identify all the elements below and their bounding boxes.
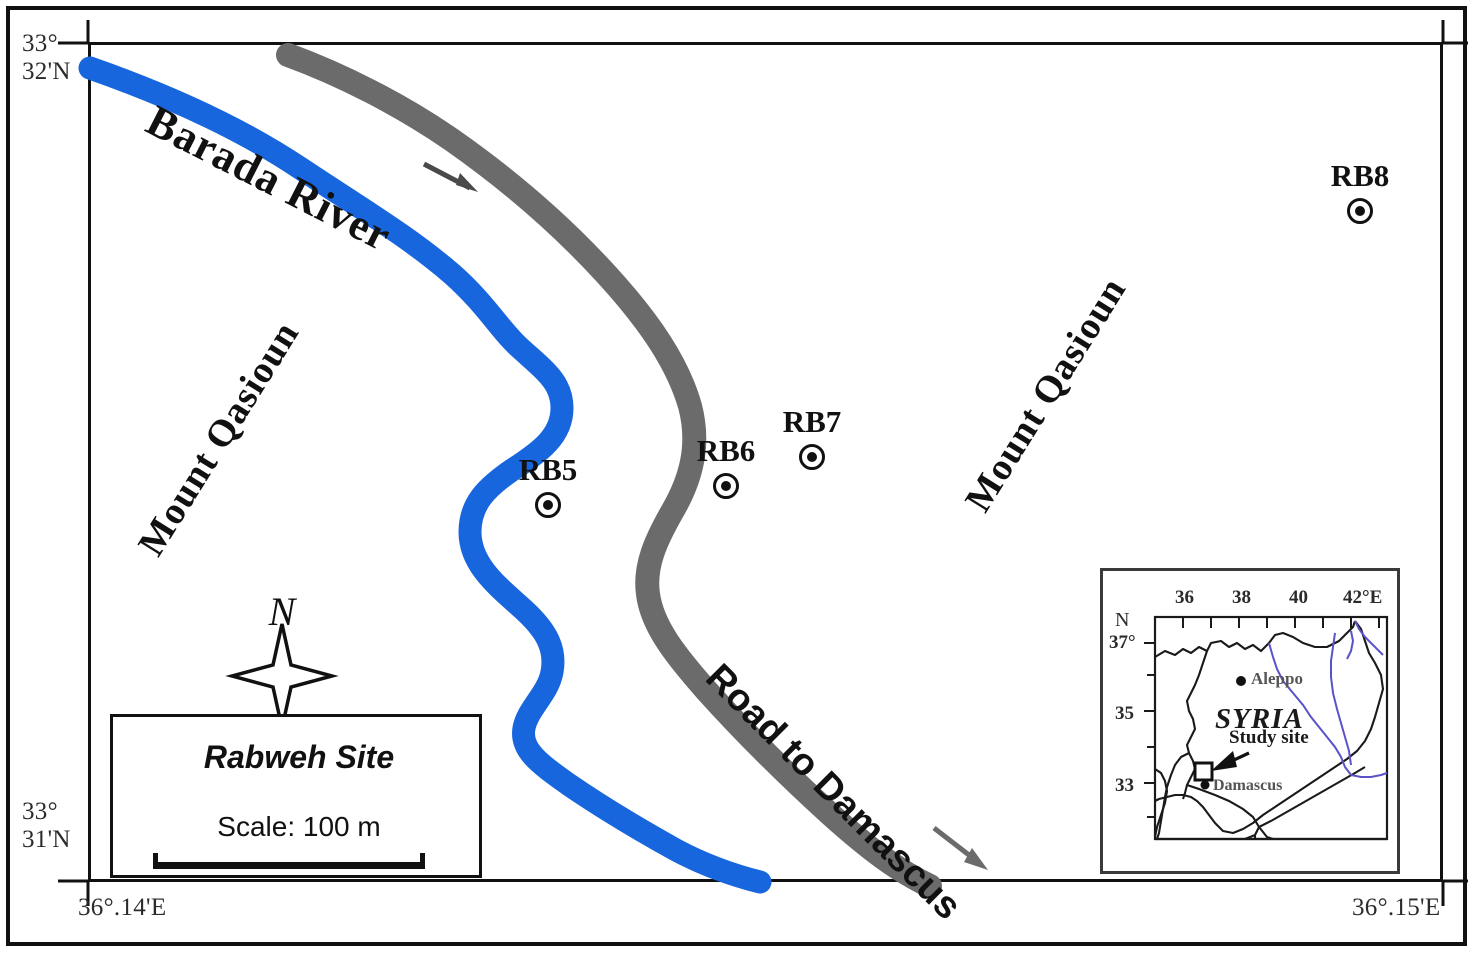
aleppo-city-dot bbox=[1236, 676, 1246, 686]
khabur-river-path bbox=[1330, 632, 1352, 766]
legend-site-name: Rabweh Site bbox=[203, 739, 395, 775]
inset-lon-tick-36: 36 bbox=[1175, 587, 1194, 608]
river-branch-path bbox=[1346, 630, 1355, 660]
site-symbol-rb5[interactable] bbox=[535, 492, 561, 518]
site-label-rb7: RB7 bbox=[782, 404, 842, 439]
longitude-label-right: 36°.15'E bbox=[1352, 894, 1441, 921]
legend-scale-text: Scale: 100 m bbox=[217, 811, 381, 842]
inset-lat-tick-37: 37° bbox=[1109, 632, 1136, 653]
site-symbol-rb6[interactable] bbox=[713, 473, 739, 499]
inset-north-label: N bbox=[1115, 609, 1130, 631]
site-label-rb8: RB8 bbox=[1330, 158, 1390, 193]
inset-lat-tick-35: 35 bbox=[1115, 703, 1134, 724]
study-site-square bbox=[1193, 761, 1214, 782]
syria-west-border-path bbox=[1182, 650, 1208, 800]
tigris-river-path bbox=[1354, 620, 1384, 656]
site-label-rb5: RB5 bbox=[518, 452, 578, 487]
compass-rose: N bbox=[236, 588, 328, 718]
inset-lat-ticks bbox=[1144, 642, 1155, 818]
damascus-city-dot bbox=[1200, 780, 1210, 790]
euphrates-river-path bbox=[1268, 642, 1352, 776]
inset-country-label: SYRIA bbox=[1215, 703, 1304, 735]
inset-map-vector bbox=[1144, 615, 1389, 841]
latitude-label-top: 33° 32'N bbox=[22, 30, 71, 85]
compass-north-label: N bbox=[268, 589, 296, 634]
inset-lon-tick-40: 40 bbox=[1289, 587, 1308, 608]
legend-box: Rabweh Site Scale: 100 m bbox=[110, 714, 482, 878]
longitude-label-left: 36°.14'E bbox=[78, 894, 167, 921]
euphrates-lower-path bbox=[1350, 772, 1388, 778]
southern-border-path bbox=[1186, 766, 1366, 840]
inset-lon-tick-42: 42°E bbox=[1343, 587, 1383, 608]
latitude-label-bottom: 33° 31'N bbox=[22, 798, 71, 853]
site-label-rb6: RB6 bbox=[696, 433, 756, 468]
inset-map-syria: 36 38 40 42°E 37° 35 33 N Aleppo SYRIA S… bbox=[1100, 568, 1400, 874]
inset-study-site-label: Study site bbox=[1229, 727, 1309, 748]
study-site-arrow bbox=[1211, 751, 1250, 771]
inset-lon-ticks bbox=[1182, 617, 1380, 628]
inset-lat-tick-33: 33 bbox=[1115, 775, 1134, 796]
site-symbol-rb8[interactable] bbox=[1347, 198, 1373, 224]
inset-city-aleppo: Aleppo bbox=[1251, 669, 1303, 688]
site-symbol-rb7[interactable] bbox=[799, 444, 825, 470]
inset-city-damascus: Damascus bbox=[1213, 777, 1283, 794]
inset-lon-tick-38: 38 bbox=[1232, 587, 1251, 608]
syria-boundary-path bbox=[1154, 620, 1385, 835]
coast-line-path bbox=[1153, 768, 1169, 838]
scale-bar bbox=[153, 853, 425, 869]
